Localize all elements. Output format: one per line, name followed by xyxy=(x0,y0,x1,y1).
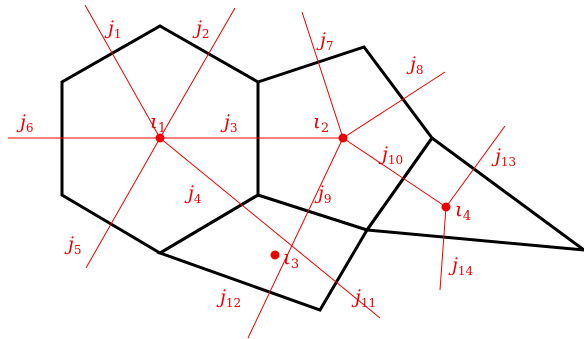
polygon-edges xyxy=(60,24,584,312)
label-j8: j8 xyxy=(406,53,424,77)
label-l4: ι4 xyxy=(455,197,471,224)
point-l3 xyxy=(270,250,280,260)
point-l2 xyxy=(338,133,348,143)
label-l3: ι3 xyxy=(283,245,299,272)
ray-j8 xyxy=(342,71,446,139)
label-j2: j2 xyxy=(192,17,210,41)
lower-middle-cell xyxy=(156,193,370,312)
ray-j13 xyxy=(445,125,506,208)
right-triangle-cell xyxy=(364,135,584,252)
label-j10: j10 xyxy=(378,143,403,167)
label-j9: j9 xyxy=(314,182,332,206)
label-j1: j1 xyxy=(104,17,122,41)
point-l1 xyxy=(155,133,165,143)
ray-j1 xyxy=(84,4,161,139)
ray-j4-j11 xyxy=(159,137,381,319)
label-j13: j13 xyxy=(491,145,516,169)
label-j14: j14 xyxy=(448,254,474,278)
ray-j2 xyxy=(159,7,236,139)
ray-j5 xyxy=(85,137,161,269)
label-j7: j7 xyxy=(316,29,334,53)
label-j5: j5 xyxy=(64,233,82,257)
ray-j10 xyxy=(342,137,447,208)
ray-j7 xyxy=(301,11,344,139)
label-j3: j3 xyxy=(220,111,238,135)
label-l1: ι1 xyxy=(150,109,166,136)
label-j4: j4 xyxy=(184,182,202,206)
label-j12: j12 xyxy=(216,286,241,310)
point-l4 xyxy=(441,202,451,212)
labels: ι1 ι2 ι3 ι4 j1 j2 j3 j4 j5 j6 j7 xyxy=(16,17,516,310)
ray-j14 xyxy=(439,206,447,291)
label-j11: j11 xyxy=(351,286,376,310)
red-points xyxy=(155,133,451,260)
red-rays xyxy=(8,4,506,339)
ray-j9-j12 xyxy=(247,137,344,339)
label-l2: ι2 xyxy=(313,109,329,136)
label-j6: j6 xyxy=(16,111,34,135)
